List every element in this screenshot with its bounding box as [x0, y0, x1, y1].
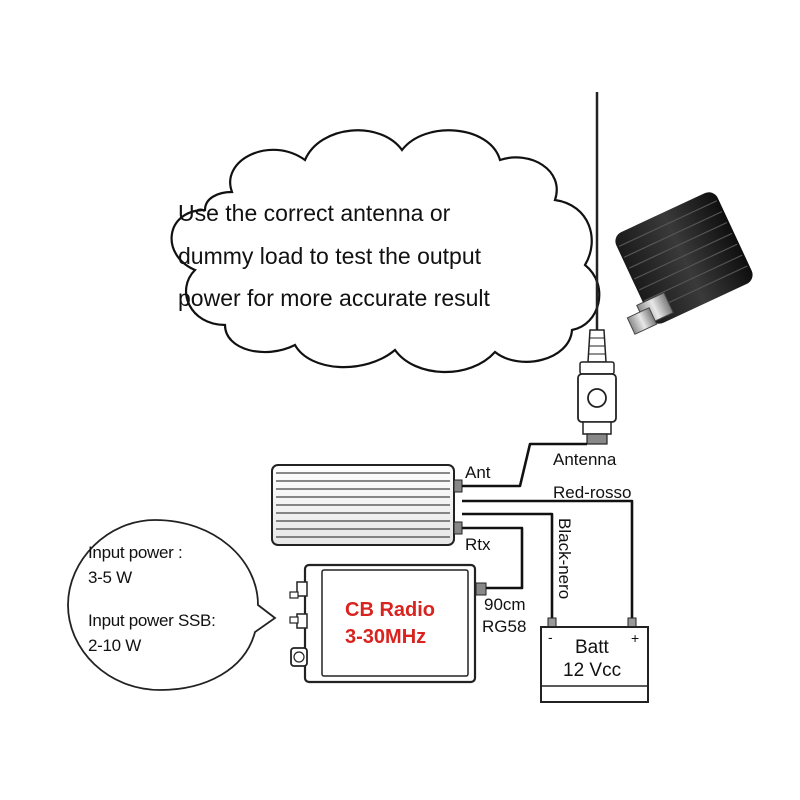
dummy-load [615, 192, 753, 335]
battery-voltage: 12 Vcc [563, 660, 621, 681]
rtx-label: Rtx [465, 535, 491, 554]
black-wire-label: Black-nero [555, 518, 574, 599]
bubble-line3: Input power SSB: [88, 611, 216, 630]
cables [462, 442, 634, 630]
radio-name: CB Radio [345, 599, 435, 621]
antenna [577, 92, 617, 445]
battery-plus: + [631, 630, 639, 646]
red-wire-label: Red-rosso [553, 483, 631, 502]
cb-radio [289, 563, 487, 684]
battery-minus: - [548, 629, 553, 645]
battery [540, 626, 649, 703]
bubble-line4: 2-10 W [88, 636, 141, 655]
cable-length-label: 90cm [484, 595, 526, 614]
antenna-label: Antenna [553, 450, 617, 469]
amplifier-heatsink [271, 464, 463, 546]
cloud-text-line3: power for more accurate result [178, 285, 491, 311]
cloud-text-line1: Use the correct antenna or [178, 200, 451, 226]
bubble-line1: Input power : [88, 543, 182, 562]
thought-cloud [170, 129, 601, 374]
speech-bubble [67, 519, 277, 691]
cable-type-label: RG58 [482, 617, 526, 636]
battery-name: Batt [575, 637, 610, 658]
ant-label: Ant [465, 463, 491, 482]
radio-band: 3-30MHz [345, 626, 426, 648]
cloud-text-line2: dummy load to test the output [178, 243, 482, 269]
bubble-line2: 3-5 W [88, 568, 132, 587]
